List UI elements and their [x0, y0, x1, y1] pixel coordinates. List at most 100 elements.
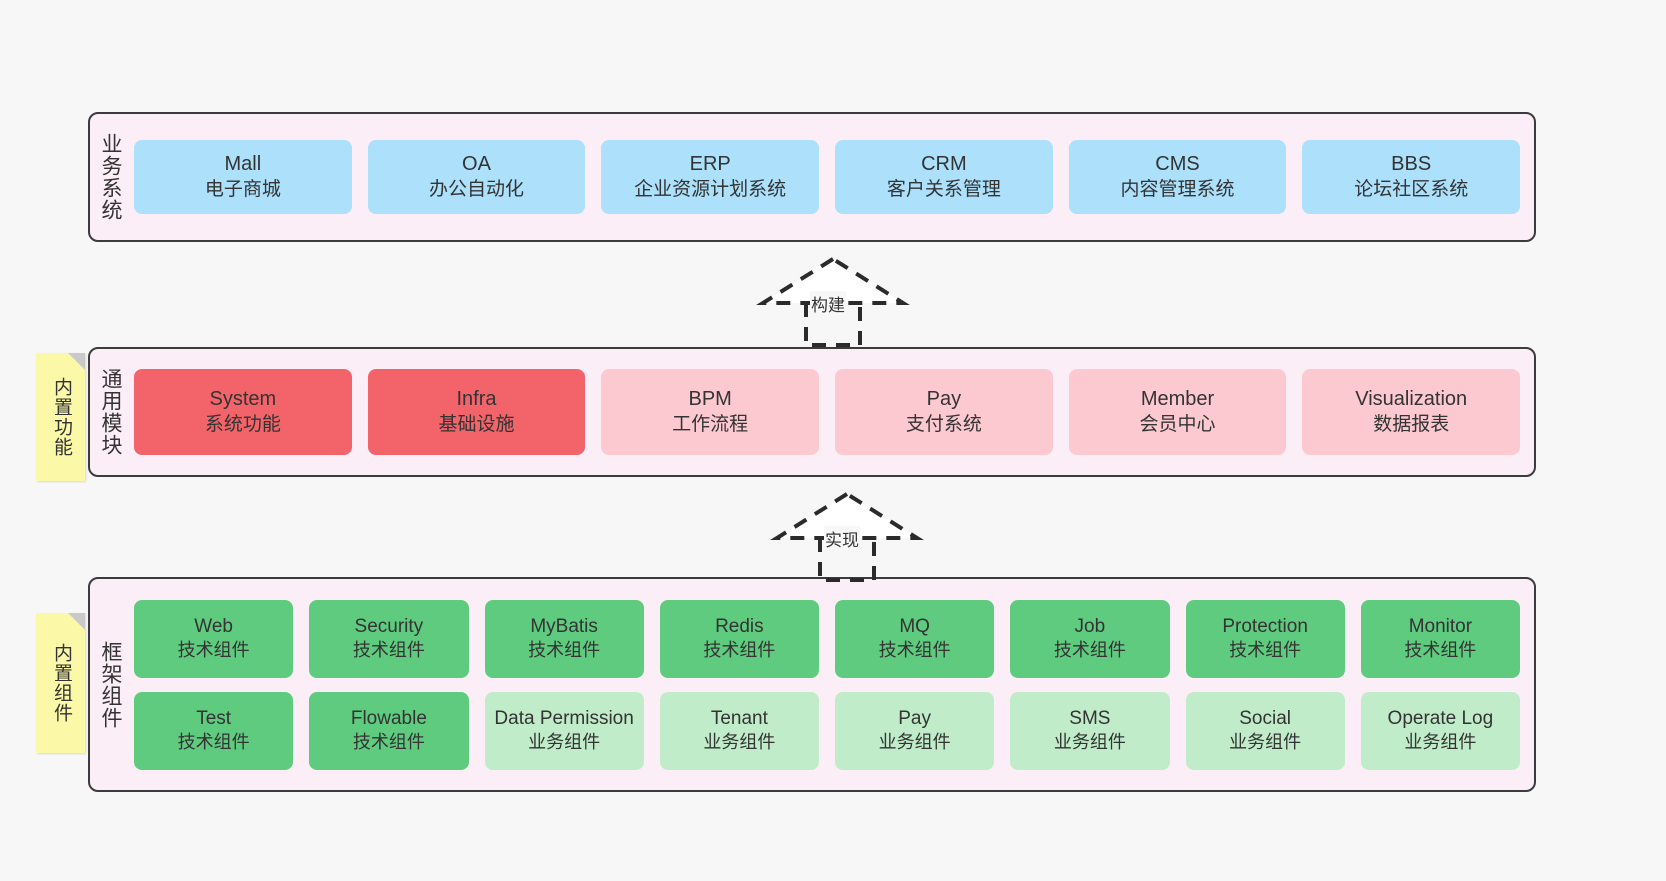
card-subtitle: 电子商城 [204, 178, 281, 200]
card-title: Monitor [1408, 615, 1473, 637]
card-infra[interactable]: Infra 基础设施 [367, 369, 586, 455]
card-subtitle: 技术组件 [1053, 640, 1126, 661]
card-bpm[interactable]: BPM 工作流程 [601, 369, 820, 455]
card-title: CRM [921, 153, 967, 176]
card-pay-component[interactable]: Pay 业务组件 [835, 691, 995, 770]
card-job[interactable]: Job 技术组件 [1010, 599, 1170, 678]
card-subtitle: 数据报表 [1373, 413, 1450, 435]
layer-title-common-modules: 通用模块 [99, 368, 123, 456]
card-subtitle: 工作流程 [672, 413, 749, 435]
card-title: CMS [1155, 153, 1200, 176]
card-erp[interactable]: ERP 企业资源计划系统 [601, 140, 820, 214]
card-subtitle: 业务组件 [1404, 732, 1477, 753]
card-oa[interactable]: OA 办公自动化 [367, 140, 586, 214]
card-title: MyBatis [530, 615, 598, 637]
card-crm[interactable]: CRM 客户关系管理 [835, 140, 1053, 214]
card-subtitle: 办公自动化 [429, 178, 525, 200]
card-flowable[interactable]: Flowable 技术组件 [309, 691, 469, 770]
card-subtitle: 企业资源计划系统 [634, 178, 787, 200]
note-fold-corner-icon [68, 353, 85, 370]
card-web[interactable]: Web 技术组件 [134, 599, 294, 678]
card-social[interactable]: Social 业务组件 [1185, 691, 1345, 770]
card-title: Mall [224, 153, 262, 176]
card-title: OA [462, 153, 491, 176]
card-title: Protection [1222, 615, 1308, 637]
card-subtitle: 技术组件 [177, 640, 250, 661]
card-title: Data Permission [494, 707, 634, 729]
card-subtitle: 会员中心 [1139, 413, 1216, 435]
card-subtitle: 系统功能 [204, 413, 281, 435]
card-operate-log[interactable]: Operate Log 业务组件 [1360, 691, 1520, 770]
card-subtitle: 业务组件 [1053, 732, 1126, 753]
card-subtitle: 技术组件 [352, 732, 425, 753]
card-title: Operate Log [1387, 707, 1494, 729]
common-modules-row: System 系统功能 Infra 基础设施 BPM 工作流程 Pay 支付系统… [134, 369, 1521, 455]
card-cms[interactable]: CMS 内容管理系统 [1068, 140, 1287, 214]
card-data-permission[interactable]: Data Permission 业务组件 [484, 691, 644, 770]
card-bbs[interactable]: BBS 论坛社区系统 [1302, 140, 1521, 214]
layer-business-system: 业务系统 Mall 电子商城 OA 办公自动化 ERP 企业资源计划系统 CRM [88, 112, 1536, 242]
card-title: BPM [688, 388, 732, 411]
card-subtitle: 客户关系管理 [886, 178, 1001, 200]
framework-row-1: Web 技术组件 Security 技术组件 MyBatis 技术组件 Redi… [134, 599, 1520, 678]
card-title: Web [194, 615, 233, 637]
card-system[interactable]: System 系统功能 [134, 369, 352, 455]
framework-row-2: Test 技术组件 Flowable 技术组件 Data Permission … [134, 691, 1520, 770]
card-title: Infra [456, 388, 497, 411]
card-subtitle: 技术组件 [703, 640, 776, 661]
card-tenant[interactable]: Tenant 业务组件 [659, 691, 819, 770]
card-title: Security [354, 615, 424, 637]
layer-body-common-modules: System 系统功能 Infra 基础设施 BPM 工作流程 Pay 支付系统… [130, 349, 1534, 475]
card-subtitle: 业务组件 [528, 732, 601, 753]
card-title: Test [196, 707, 232, 729]
card-protection[interactable]: Protection 技术组件 [1185, 599, 1345, 678]
card-pay-module[interactable]: Pay 支付系统 [835, 369, 1053, 455]
card-title: System [209, 388, 277, 411]
card-title: Job [1074, 615, 1106, 637]
card-mq[interactable]: MQ 技术组件 [835, 599, 995, 678]
card-title: Redis [715, 615, 764, 637]
card-subtitle: 技术组件 [878, 640, 951, 661]
card-subtitle: 内容管理系统 [1120, 178, 1235, 200]
card-mall[interactable]: Mall 电子商城 [134, 140, 352, 214]
note-label: 内置功能 [50, 377, 72, 457]
card-title: ERP [689, 153, 731, 176]
card-redis[interactable]: Redis 技术组件 [659, 599, 819, 678]
card-subtitle: 业务组件 [1229, 732, 1302, 753]
note-builtin-components: 内置组件 [36, 613, 85, 753]
card-title: Tenant [710, 707, 768, 729]
card-test[interactable]: Test 技术组件 [134, 691, 294, 770]
card-member[interactable]: Member 会员中心 [1068, 369, 1287, 455]
card-title: BBS [1391, 153, 1432, 176]
layer-title-business-system: 业务系统 [99, 133, 123, 221]
note-label: 内置组件 [50, 643, 72, 723]
card-subtitle: 技术组件 [352, 640, 425, 661]
card-sms[interactable]: SMS 业务组件 [1010, 691, 1170, 770]
card-subtitle: 技术组件 [528, 640, 601, 661]
card-mybatis[interactable]: MyBatis 技术组件 [484, 599, 644, 678]
card-security[interactable]: Security 技术组件 [309, 599, 469, 678]
note-fold-corner-icon [68, 613, 85, 630]
card-title: Social [1239, 707, 1291, 729]
layer-common-modules: 通用模块 System 系统功能 Infra 基础设施 BPM 工作流程 Pay [88, 347, 1536, 477]
arrow-implement: 实现 [762, 490, 932, 582]
layer-title-framework-components: 框架组件 [99, 640, 123, 729]
layer-body-business-system: Mall 电子商城 OA 办公自动化 ERP 企业资源计划系统 CRM 客户关系… [130, 114, 1534, 240]
card-title: Flowable [350, 707, 427, 729]
business-system-row: Mall 电子商城 OA 办公自动化 ERP 企业资源计划系统 CRM 客户关系… [134, 140, 1521, 214]
note-builtin-functions: 内置功能 [36, 353, 85, 481]
card-subtitle: 技术组件 [177, 732, 250, 753]
arrow-build: 构建 [748, 255, 918, 347]
card-monitor[interactable]: Monitor 技术组件 [1360, 599, 1520, 678]
layer-framework-components: 框架组件 Web 技术组件 Security 技术组件 MyBatis 技术组件… [88, 577, 1536, 792]
card-subtitle: 技术组件 [1404, 640, 1477, 661]
card-title: Pay [898, 707, 931, 729]
arrow-build-label: 构建 [810, 291, 846, 316]
layer-body-framework-components: Web 技术组件 Security 技术组件 MyBatis 技术组件 Redi… [130, 579, 1534, 790]
card-visualization[interactable]: Visualization 数据报表 [1302, 369, 1521, 455]
arrow-implement-label: 实现 [824, 526, 860, 551]
card-title: Visualization [1355, 388, 1468, 411]
card-subtitle: 业务组件 [703, 732, 776, 753]
card-subtitle: 技术组件 [1229, 640, 1302, 661]
